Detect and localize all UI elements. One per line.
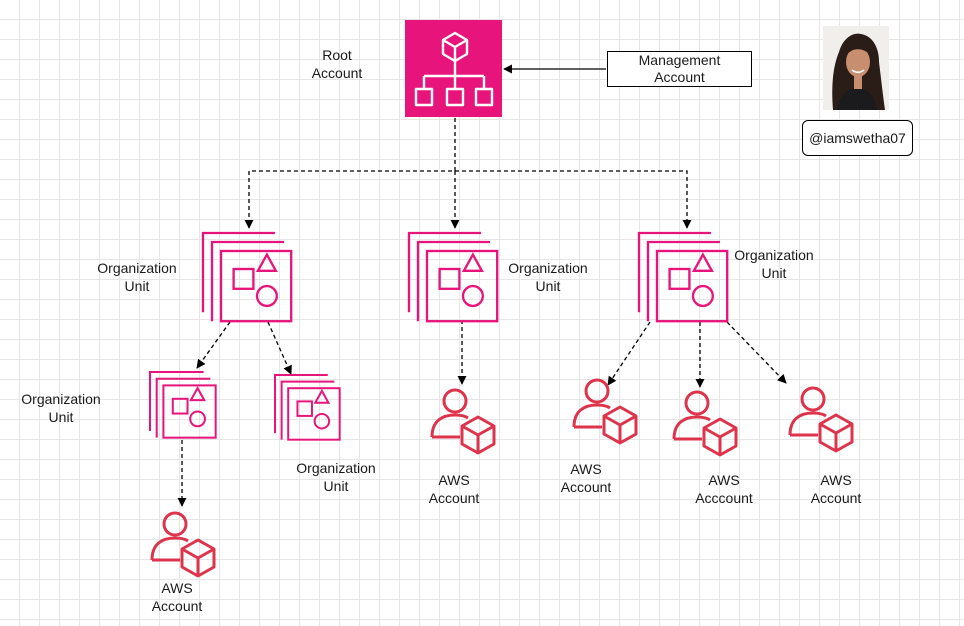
ou-sub2-icon[interactable] <box>274 374 341 441</box>
ou-sub1-icon[interactable] <box>148 370 217 439</box>
ou-right-icon[interactable] <box>637 231 729 323</box>
ou-left-icon[interactable] <box>201 231 293 323</box>
account-center-icon[interactable] <box>430 388 496 455</box>
account-r3-icon[interactable] <box>788 386 854 453</box>
edge-root-to-ou-left <box>244 118 456 229</box>
edge-ou-left-to-ou-sub2 <box>267 321 292 375</box>
account-sub1-icon[interactable] <box>150 511 216 578</box>
edges <box>177 64 787 507</box>
ou-center-icon[interactable] <box>407 231 499 323</box>
edge-root-to-ou-right <box>455 170 692 229</box>
root-organization-icon[interactable] <box>405 20 502 117</box>
author-avatar <box>823 26 889 110</box>
edge-ou-right-to-account-r3 <box>726 321 787 384</box>
account-r1-icon[interactable] <box>572 378 638 445</box>
edge-ou-left-to-ou-sub1 <box>196 321 231 369</box>
edge-ou-right-to-account-r1 <box>607 321 651 386</box>
author-handle-badge: @iamswetha07 <box>802 120 913 156</box>
account-r2-icon[interactable] <box>672 390 738 457</box>
